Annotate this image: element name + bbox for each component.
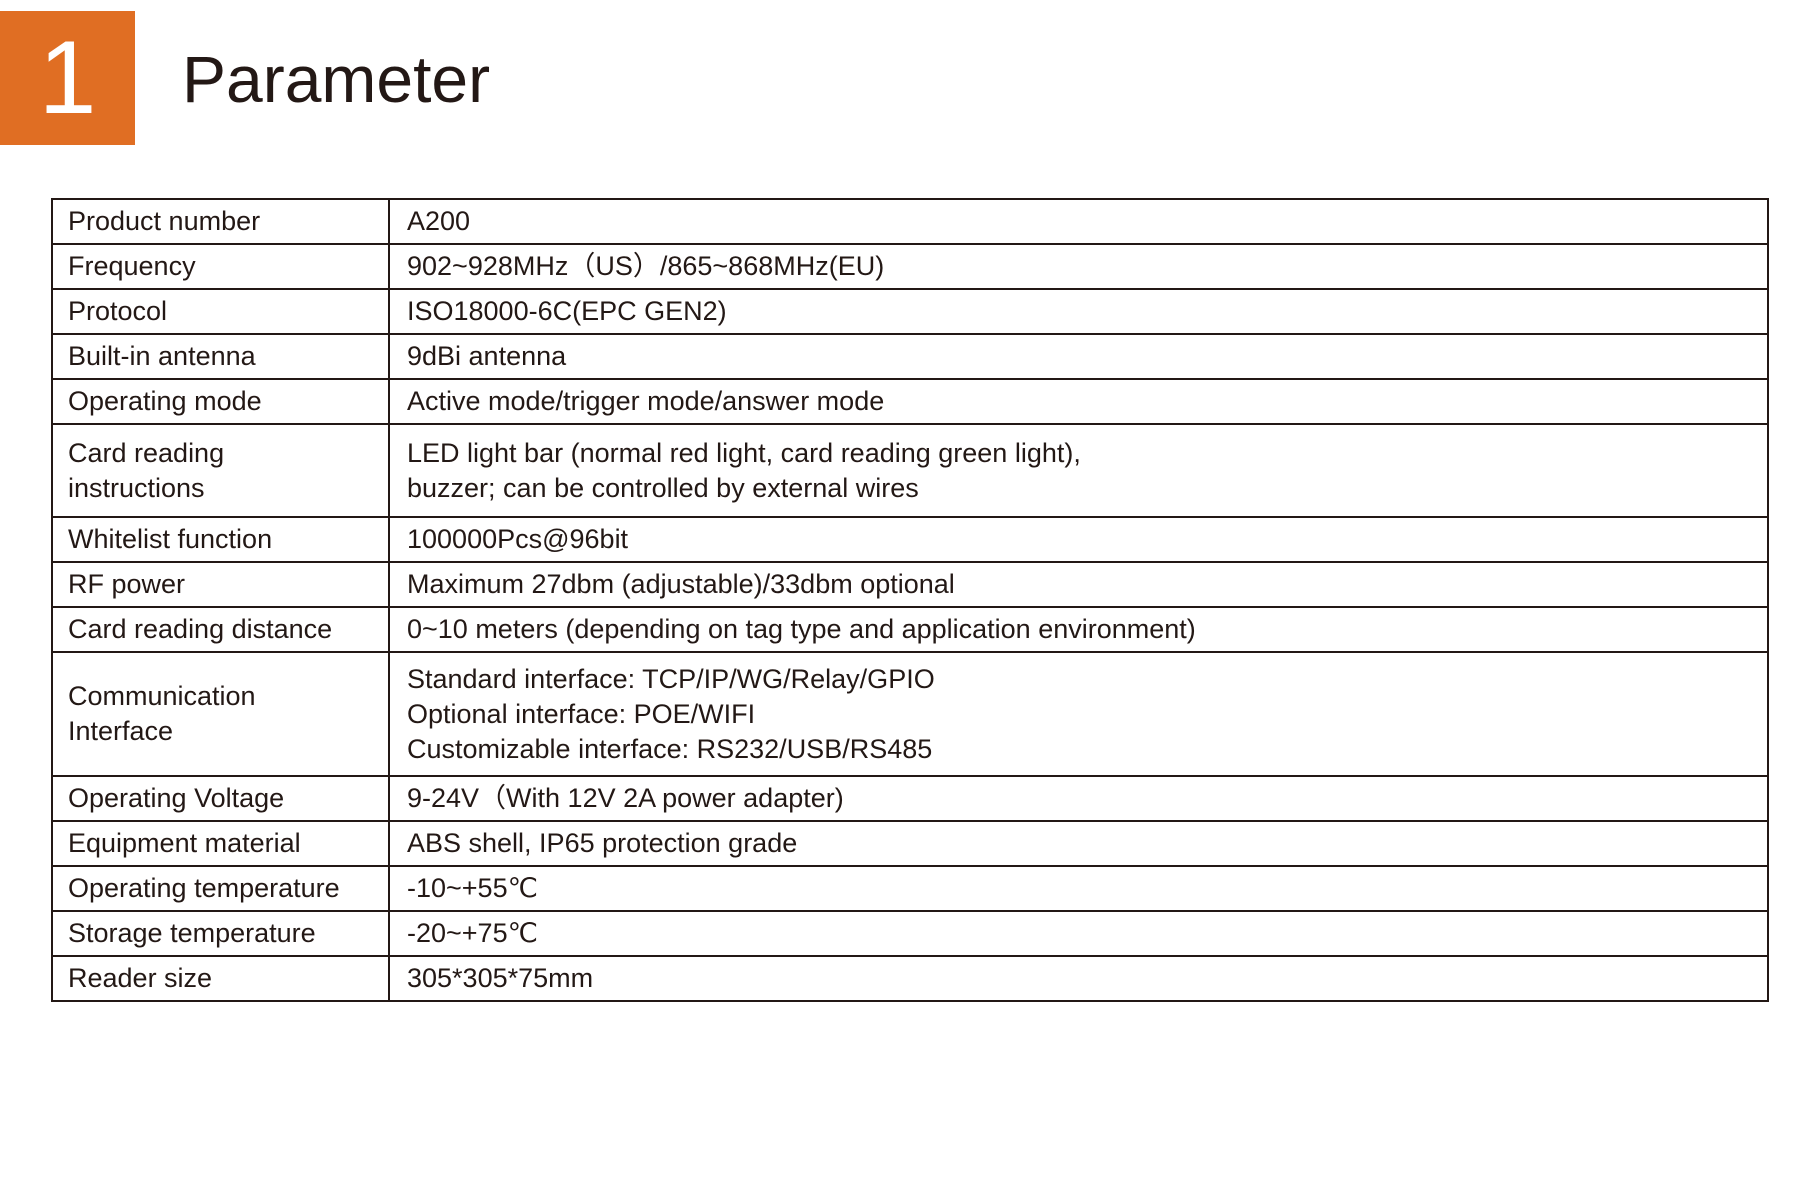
value-text: Active mode/trigger mode/answer mode [407, 386, 885, 416]
value-text: Standard interface: TCP/IP/WG/Relay/GPIO [407, 663, 935, 694]
value-text: 305*305*75mm [407, 963, 594, 993]
label-text: Communication [68, 681, 256, 711]
section-number-badge: 1 [0, 11, 135, 145]
row-label: Storage temperature [51, 910, 390, 957]
row-label: Whitelist function [51, 516, 390, 563]
label-text: Whitelist function [68, 524, 273, 554]
value-text: 0~10 meters (depending on tag type and a… [407, 614, 1196, 644]
row-value: LED light bar (normal red light, card re… [388, 423, 1769, 518]
value-text: A200 [407, 206, 471, 236]
table-row-operating-mode: Operating mode Active mode/trigger mode/… [51, 378, 1769, 425]
row-value: 902~928MHz（US）/865~868MHz(EU) [388, 243, 1769, 290]
table-row-card-reading-distance: Card reading distance 0~10 meters (depen… [51, 606, 1769, 653]
row-value: 9-24V（With 12V 2A power adapter) [388, 775, 1769, 822]
value-text: 9dBi antenna [407, 341, 567, 371]
label-text: Protocol [68, 296, 168, 326]
value-text: -10~+55℃ [407, 873, 538, 903]
label-text: RF power [68, 569, 186, 599]
value-text: -20~+75℃ [407, 918, 538, 948]
table-row-frequency: Frequency 902~928MHz（US）/865~868MHz(EU) [51, 243, 1769, 290]
value-text: 9-24V（With 12V 2A power adapter) [407, 783, 844, 813]
row-value: ISO18000-6C(EPC GEN2) [388, 288, 1769, 335]
row-label: Product number [51, 198, 390, 245]
label-text: Card reading [68, 437, 225, 468]
row-label: Reader size [51, 955, 390, 1002]
value-text: LED light bar (normal red light, card re… [407, 437, 1081, 468]
label-text: Built-in antenna [68, 341, 256, 371]
row-label: Operating temperature [51, 865, 390, 912]
table-row-whitelist-function: Whitelist function 100000Pcs@96bit [51, 516, 1769, 563]
table-row-storage-temperature: Storage temperature -20~+75℃ [51, 910, 1769, 957]
row-label: Card reading instructions [51, 423, 390, 518]
label-text: Operating Voltage [68, 783, 285, 813]
parameter-table: Product number A200 Frequency 902~928MHz… [51, 198, 1769, 1002]
label-text: instructions [68, 472, 205, 503]
row-label: RF power [51, 561, 390, 608]
label-text: Card reading distance [68, 614, 333, 644]
table-row-protocol: Protocol ISO18000-6C(EPC GEN2) [51, 288, 1769, 335]
row-label: Protocol [51, 288, 390, 335]
row-label: Operating mode [51, 378, 390, 425]
row-value: 0~10 meters (depending on tag type and a… [388, 606, 1769, 653]
row-label: Equipment material [51, 820, 390, 867]
value-text: Optional interface: POE/WIFI [407, 698, 756, 729]
value-text: ABS shell, IP65 protection grade [407, 828, 798, 858]
row-label: Operating Voltage [51, 775, 390, 822]
row-value: -20~+75℃ [388, 910, 1769, 957]
row-label: Frequency [51, 243, 390, 290]
row-value: Maximum 27dbm (adjustable)/33dbm optiona… [388, 561, 1769, 608]
value-text: ISO18000-6C(EPC GEN2) [407, 296, 727, 326]
row-value: A200 [388, 198, 1769, 245]
table-row-operating-temperature: Operating temperature -10~+55℃ [51, 865, 1769, 912]
label-text: Operating mode [68, 386, 262, 416]
label-text: Product number [68, 206, 261, 236]
value-text: Customizable interface: RS232/USB/RS485 [407, 733, 933, 764]
row-label: Built-in antenna [51, 333, 390, 380]
table-row-product-number: Product number A200 [51, 198, 1769, 245]
table-row-communication-interface: Communication Interface Standard interfa… [51, 651, 1769, 777]
table-row-equipment-material: Equipment material ABS shell, IP65 prote… [51, 820, 1769, 867]
row-value: 305*305*75mm [388, 955, 1769, 1002]
label-text: Interface [68, 716, 174, 746]
value-text: Maximum 27dbm (adjustable)/33dbm optiona… [407, 569, 955, 599]
table-row-rf-power: RF power Maximum 27dbm (adjustable)/33db… [51, 561, 1769, 608]
value-text: buzzer; can be controlled by external wi… [407, 472, 919, 503]
table-row-built-in-antenna: Built-in antenna 9dBi antenna [51, 333, 1769, 380]
row-value: Standard interface: TCP/IP/WG/Relay/GPIO… [388, 651, 1769, 777]
label-text: Reader size [68, 963, 213, 993]
label-text: Equipment material [68, 828, 301, 858]
row-label: Card reading distance [51, 606, 390, 653]
label-text: Operating temperature [68, 873, 340, 903]
row-value: Active mode/trigger mode/answer mode [388, 378, 1769, 425]
row-label: Communication Interface [51, 651, 390, 777]
label-text: Storage temperature [68, 918, 316, 948]
row-value: ABS shell, IP65 protection grade [388, 820, 1769, 867]
row-value: 100000Pcs@96bit [388, 516, 1769, 563]
table-row-reader-size: Reader size 305*305*75mm [51, 955, 1769, 1002]
row-value: -10~+55℃ [388, 865, 1769, 912]
page-title: Parameter [182, 42, 491, 116]
row-value: 9dBi antenna [388, 333, 1769, 380]
table-row-operating-voltage: Operating Voltage 9-24V（With 12V 2A powe… [51, 775, 1769, 822]
table-row-card-reading-instructions: Card reading instructions LED light bar … [51, 423, 1769, 518]
label-text: Frequency [68, 251, 196, 281]
value-text: 902~928MHz（US）/865~868MHz(EU) [407, 251, 885, 281]
value-text: 100000Pcs@96bit [407, 524, 629, 554]
